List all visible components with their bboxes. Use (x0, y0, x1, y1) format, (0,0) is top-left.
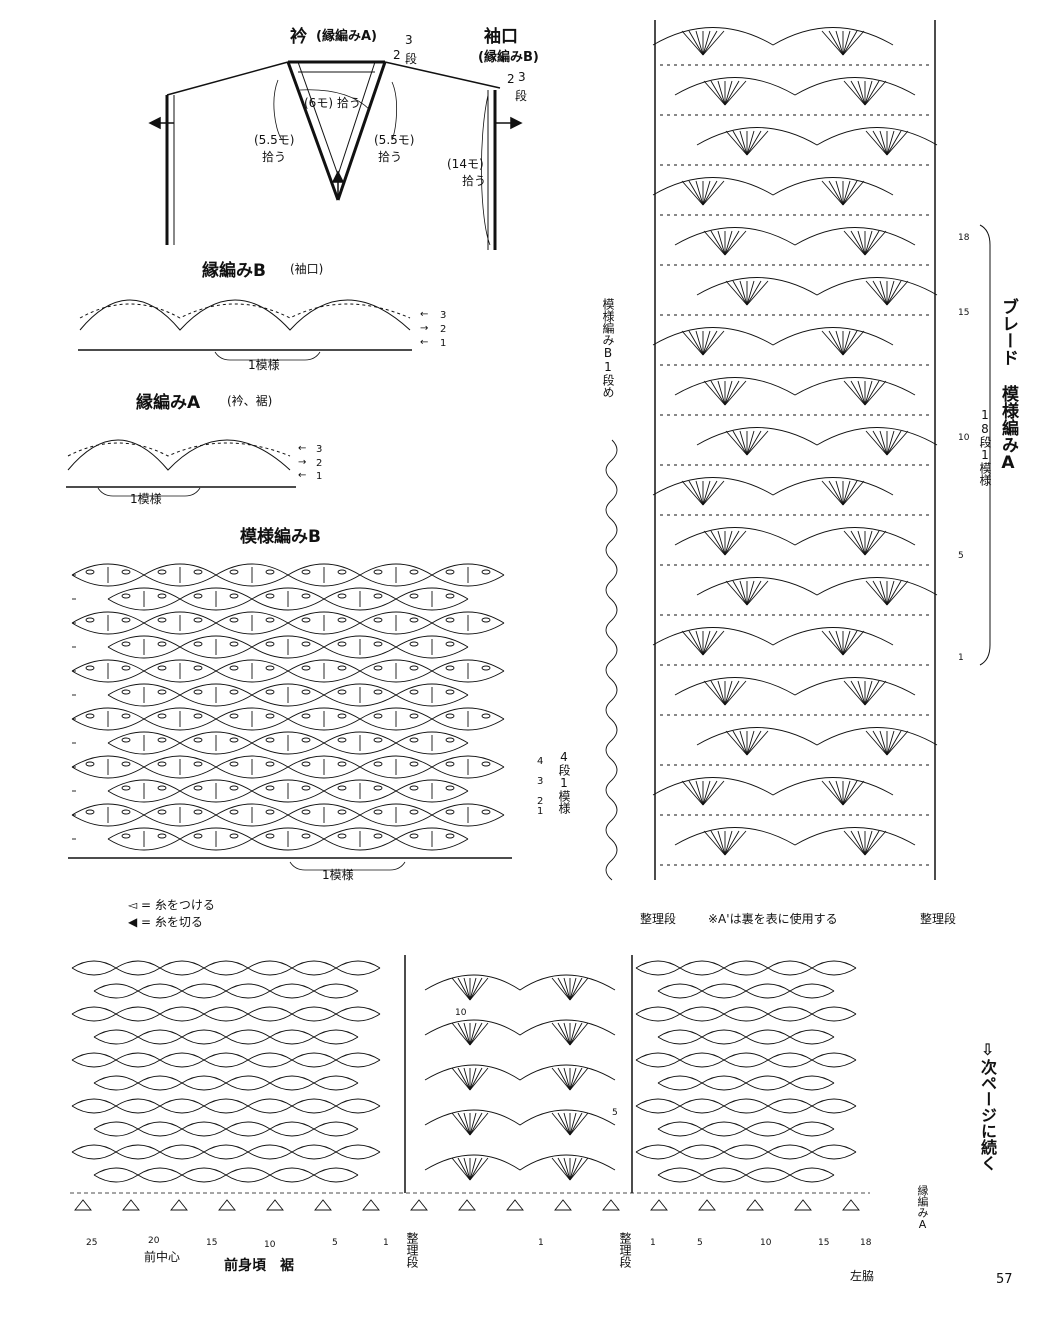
edging-a-row-3: 3 (316, 444, 322, 455)
hem-braid-row-5: 5 (612, 1108, 618, 1118)
hem-right-count-15: 15 (818, 1238, 829, 1248)
neck-pickup-left2: 拾う (262, 148, 286, 165)
braid-rows-note: 18段1模様 (977, 408, 994, 486)
pattern-b-row-1: 1 (537, 806, 543, 817)
edging-a-subtitle: (衿、裾) (227, 392, 272, 409)
arrow-icon: ← (298, 470, 306, 481)
hem-left-side: 左脇 (850, 1267, 874, 1284)
pattern-b-row-4: 4 (537, 756, 543, 767)
neck-rows-a: 2 (393, 48, 401, 62)
edging-b-chart (78, 300, 412, 360)
cuff-pickup: (14モ) (447, 155, 484, 172)
cuff-title-sub: (縁編みB) (478, 46, 539, 65)
braid-reverse-note: ※A'は裏を表に使用する (708, 910, 838, 927)
edging-b-repeat: 1模様 (248, 356, 280, 373)
hem-setup-2: 整理段 (617, 1232, 634, 1268)
braid-row-1: 1 (958, 653, 964, 663)
edging-b-row-2: 2 (440, 324, 446, 335)
edging-b-subtitle: (袖口) (290, 260, 323, 277)
braid-row-5: 5 (958, 551, 964, 561)
edging-b-row-1: 1 (440, 338, 446, 349)
arrow-icon: ← (420, 309, 428, 320)
braid-row-15: 15 (958, 308, 969, 318)
arrow-icon: ← (420, 337, 428, 348)
braid-setup-right: 整理段 (920, 910, 956, 927)
pattern-b-rows-note: 4段1模様 (556, 750, 573, 814)
neck-rows-unit: 段 (405, 50, 417, 67)
pattern-b-title: 模様編みB (240, 522, 321, 547)
edging-b-title: 縁編みB (202, 256, 266, 281)
hem-count-15: 15 (206, 1238, 217, 1248)
braid-side-note: 模様編みB1段め (600, 298, 617, 398)
cuff-rows-b: 3 (518, 70, 526, 84)
cuff-pickup2: 拾う (462, 172, 486, 189)
neck-pickup-left: (5.5モ) (254, 131, 294, 148)
hem-chart (72, 961, 859, 1210)
neck-pickup-right: (5.5モ) (374, 131, 414, 148)
hem-center-front: 前中心 (144, 1248, 180, 1265)
edging-b-row-3: 3 (440, 310, 446, 321)
hem-braid-row-10: 10 (455, 1008, 466, 1018)
hem-title: 前身頃 裾 (224, 1255, 294, 1275)
cuff-rows-a: 2 (507, 72, 515, 86)
continue-note: ⇩次ページに続く (975, 1040, 999, 1171)
edging-a-row-1: 1 (316, 471, 322, 482)
braid-left-zigzag (606, 440, 617, 880)
legend-cut: ◀ = 糸を切る (128, 913, 203, 930)
edging-a-row-2: 2 (316, 458, 322, 469)
edging-a-repeat: 1模様 (130, 490, 162, 507)
legend-attach: ◅ = 糸をつける (128, 896, 215, 913)
pattern-b-row-3: 3 (537, 776, 543, 787)
arrow-icon: → (420, 323, 428, 334)
braid-row-10: 10 (958, 433, 969, 443)
hem-count-1: 1 (383, 1238, 389, 1248)
neck-title-sub: (縁編みA) (316, 25, 377, 44)
edging-a-chart (66, 440, 296, 496)
hem-count-25: 25 (86, 1238, 97, 1248)
cuff-title: 袖口 (484, 22, 518, 47)
arrow-icon: ← (298, 443, 306, 454)
hem-center-count-1: 1 (538, 1238, 544, 1248)
hem-setup-1: 整理段 (404, 1232, 421, 1268)
pattern-b-chart (72, 564, 504, 850)
hem-edging-note: 縁編みA (914, 1185, 930, 1231)
neck-title: 衿 (290, 22, 307, 47)
braid-setup-left: 整理段 (640, 910, 676, 927)
cuff-rows-unit: 段 (515, 87, 527, 104)
hem-right-count-5: 5 (697, 1238, 703, 1248)
neck-pickup-right2: 拾う (378, 148, 402, 165)
page-number: 57 (996, 1272, 1013, 1287)
neck-rows-b: 3 (405, 33, 413, 47)
hem-count-20: 20 (148, 1236, 159, 1246)
edging-a-title: 縁編みA (136, 388, 200, 413)
hem-right-count-1: 1 (650, 1238, 656, 1248)
hem-right-count-18: 18 (860, 1238, 871, 1248)
braid-row-18: 18 (958, 233, 969, 243)
braid-subtitle: 模様編みA (996, 385, 1021, 473)
hem-count-5: 5 (332, 1238, 338, 1248)
braid-title: ブレード (996, 298, 1021, 366)
hem-count-10: 10 (264, 1240, 275, 1250)
pattern-b-repeat: 1模様 (322, 866, 354, 883)
braid-chart (653, 28, 937, 866)
hem-right-count-10: 10 (760, 1238, 771, 1248)
arrow-icon: → (298, 457, 306, 468)
neck-pickup-center: (6モ) 拾う (304, 94, 361, 111)
